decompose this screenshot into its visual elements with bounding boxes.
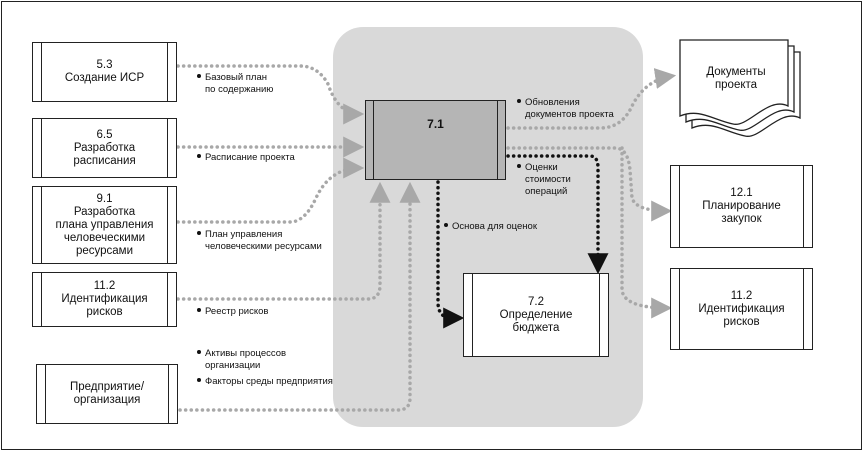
box-number: 6.5 bbox=[96, 128, 113, 141]
box-title: ресурсами bbox=[75, 244, 134, 257]
box-title: закупок bbox=[721, 213, 762, 225]
label-text: человеческими ресурсами bbox=[205, 241, 322, 252]
box-number: 12.1 bbox=[730, 187, 753, 199]
box-title: Идентификация bbox=[61, 293, 148, 305]
box-title: Предприятие/ bbox=[69, 381, 145, 393]
output-box-identify-risks[interactable]: 11.2 Идентификация рисков bbox=[670, 268, 813, 350]
box-title: бюджета bbox=[512, 321, 560, 334]
doc-line: Документы bbox=[706, 66, 766, 78]
bullet-icon bbox=[444, 223, 448, 228]
flow-basis-estimates bbox=[436, 180, 465, 329]
label-text: Обновления bbox=[525, 97, 580, 108]
process-number: 7.1 bbox=[427, 117, 444, 131]
input-box-enterprise[interactable]: Предприятие/ организация bbox=[36, 364, 178, 424]
box-title: Создание ИСР bbox=[64, 72, 145, 84]
bullet-icon bbox=[517, 99, 521, 104]
box-title: плана управления bbox=[55, 218, 154, 231]
label-scope-baseline: Базовый план по содержанию bbox=[197, 72, 273, 96]
input-box-identify-risks[interactable]: 11.2 Идентификация рисков bbox=[32, 272, 177, 327]
output-box-plan-procurement[interactable]: 12.1 Планирование закупок bbox=[670, 165, 813, 248]
box-title: расписания bbox=[73, 154, 136, 167]
bullet-icon bbox=[517, 164, 521, 169]
input-box-develop-schedule[interactable]: 6.5 Разработка расписания bbox=[32, 118, 177, 178]
input-box-hr-plan[interactable]: 9.1 Разработка плана управления человече… bbox=[32, 186, 177, 264]
label-text: Расписание проекта bbox=[205, 152, 295, 163]
process-7-1-box[interactable]: 7.1 bbox=[365, 100, 506, 180]
label-risk-register: Реестр рисков bbox=[197, 306, 268, 318]
bullet-icon bbox=[197, 350, 201, 355]
label-env-factors: Факторы среды предприятия bbox=[197, 376, 333, 388]
label-text: Оценки bbox=[525, 162, 558, 173]
label-text: стоимости bbox=[525, 174, 571, 185]
label-text: Реестр рисков bbox=[205, 306, 269, 317]
label-schedule: Расписание проекта bbox=[197, 152, 295, 164]
label-text: операций bbox=[525, 186, 568, 197]
box-number: 11.2 bbox=[93, 280, 116, 292]
flow-cost-estimates bbox=[506, 154, 609, 275]
box-title: Разработка bbox=[73, 205, 136, 218]
bullet-icon bbox=[197, 308, 201, 313]
box-title: Определение bbox=[499, 308, 573, 321]
bullet-icon bbox=[197, 154, 201, 159]
label-text: Основа для оценок bbox=[452, 221, 537, 232]
box-title: организация bbox=[73, 394, 141, 406]
box-title: рисков bbox=[86, 306, 123, 318]
box-title: рисков bbox=[723, 315, 760, 328]
box-number: 11.2 bbox=[730, 289, 753, 302]
bullet-icon bbox=[197, 74, 201, 79]
box-number: 5.3 bbox=[96, 59, 113, 71]
label-text: План управления bbox=[205, 229, 283, 240]
documents-shape bbox=[679, 39, 801, 137]
flow-hr-plan bbox=[176, 157, 365, 224]
bullet-icon bbox=[197, 231, 201, 236]
flow-doc-updates bbox=[506, 68, 677, 130]
box-number: 9.1 bbox=[96, 192, 113, 205]
label-cost-estimates: Оценки стоимости операций bbox=[517, 162, 571, 198]
box-number: 7.2 bbox=[528, 295, 544, 308]
flow-to-risk bbox=[620, 146, 673, 319]
label-hr-plan: План управления человеческими ресурсами bbox=[197, 229, 322, 253]
box-title: Разработка bbox=[73, 141, 136, 154]
label-text: Базовый план bbox=[205, 72, 267, 83]
label-org-assets: Активы процессов организации bbox=[197, 348, 286, 372]
label-text: документов проекта bbox=[525, 109, 614, 120]
label-basis-estimates: Основа для оценок bbox=[444, 221, 537, 233]
label-text: по содержанию bbox=[205, 84, 274, 95]
output-box-determine-budget[interactable]: 7.2 Определение бюджета bbox=[463, 273, 609, 357]
label-text: Активы процессов bbox=[205, 348, 287, 359]
label-text: организации bbox=[205, 360, 261, 371]
doc-line: проекта bbox=[714, 79, 758, 91]
flow-risk-register bbox=[176, 181, 391, 301]
input-box-create-wbs[interactable]: 5.3 Создание ИСР bbox=[32, 42, 177, 102]
flow-enterprise bbox=[178, 181, 421, 412]
box-title: Идентификация bbox=[698, 302, 785, 315]
label-text: Факторы среды предприятия bbox=[205, 376, 333, 387]
project-documents-label: Документы проекта bbox=[690, 66, 782, 92]
flow-scope-baseline bbox=[176, 64, 365, 125]
label-doc-updates: Обновления документов проекта bbox=[517, 97, 614, 121]
bullet-icon bbox=[197, 378, 201, 383]
box-title: Планирование bbox=[702, 200, 781, 212]
flow-to-procurement bbox=[506, 146, 673, 222]
box-title: человеческими bbox=[63, 231, 146, 244]
